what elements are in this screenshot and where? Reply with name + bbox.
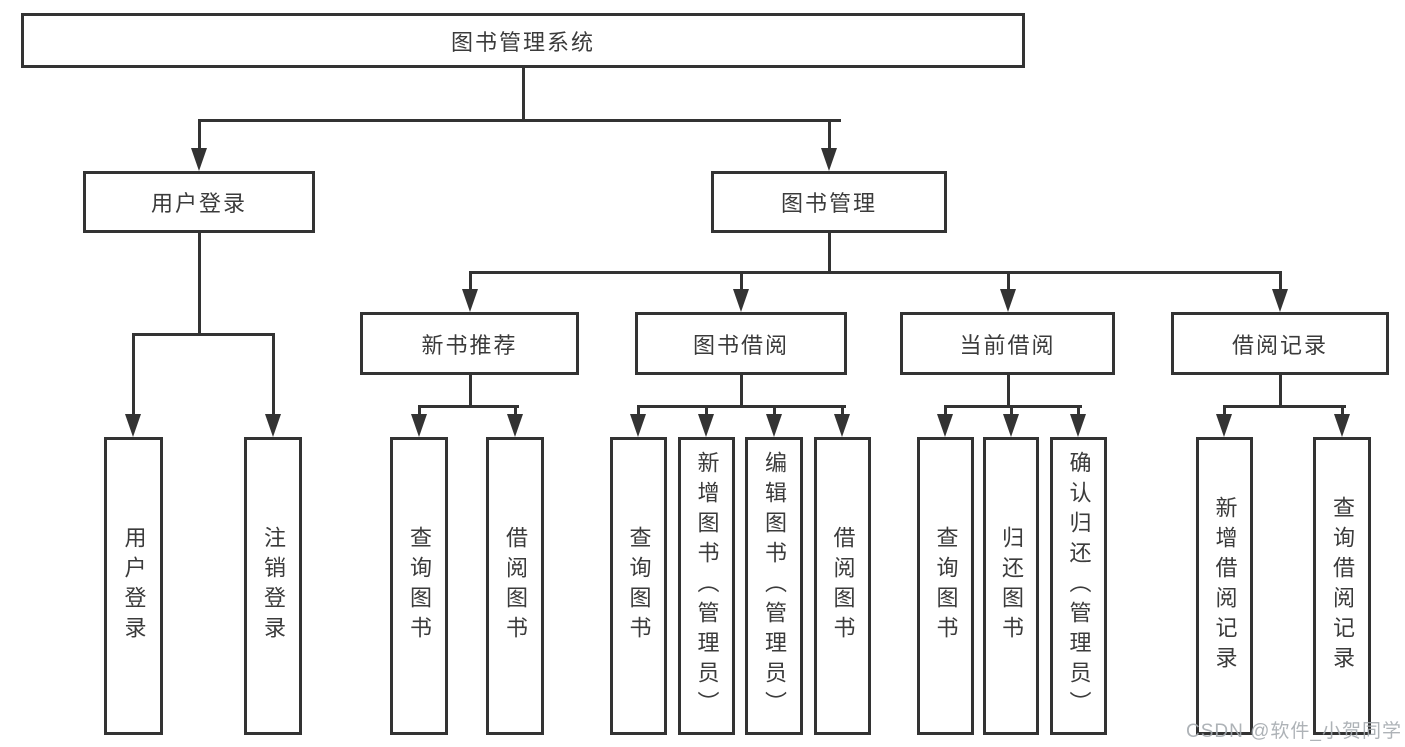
edge-line — [943, 405, 1082, 408]
edge-line — [636, 405, 846, 408]
edge-line — [468, 271, 472, 294]
edge-line — [521, 68, 525, 119]
edge-line — [197, 233, 201, 335]
arrowhead-down-icon — [1003, 414, 1019, 437]
edge-line — [827, 233, 831, 274]
edge-line — [1006, 271, 1010, 294]
arrowhead-down-icon — [698, 414, 714, 437]
edge-line — [1076, 405, 1080, 418]
arrowhead-down-icon — [733, 289, 749, 312]
node-borrowing-records: 借阅记录 — [1171, 312, 1389, 375]
arrowhead-down-icon — [834, 414, 850, 437]
edge-line — [1009, 405, 1013, 418]
arrowhead-down-icon — [630, 414, 646, 437]
edge-line — [417, 405, 519, 408]
leaf-add-books-admin: 新增图书（管理员） — [678, 437, 735, 735]
edge-line — [513, 405, 517, 418]
edge-line — [1340, 405, 1344, 418]
edge-line — [943, 405, 947, 418]
edge-line — [271, 333, 275, 418]
edge-line — [827, 119, 831, 150]
edge-line — [739, 375, 743, 408]
edge-line — [1278, 271, 1282, 294]
edge-line — [131, 333, 275, 336]
edge-line — [636, 405, 640, 418]
leaf-add-borrow-record: 新增借阅记录 — [1196, 437, 1253, 735]
edge-line — [197, 119, 201, 150]
edge-line — [704, 405, 708, 418]
leaf-query-borrow-record: 查询借阅记录 — [1313, 437, 1371, 735]
edge-line — [1222, 405, 1346, 408]
arrowhead-down-icon — [125, 414, 141, 437]
leaf-query-books-current: 查询图书 — [917, 437, 974, 735]
edge-line — [468, 375, 472, 408]
leaf-borrow-books: 借阅图书 — [814, 437, 871, 735]
leaf-query-books-borrow: 查询图书 — [610, 437, 667, 735]
arrowhead-down-icon — [191, 148, 207, 171]
arrowhead-down-icon — [265, 414, 281, 437]
arrowhead-down-icon — [1070, 414, 1086, 437]
leaf-return-books: 归还图书 — [983, 437, 1039, 735]
arrowhead-down-icon — [411, 414, 427, 437]
arrowhead-down-icon — [1000, 289, 1016, 312]
node-new-book-recommend: 新书推荐 — [360, 312, 579, 375]
arrowhead-down-icon — [766, 414, 782, 437]
edge-line — [1222, 405, 1226, 418]
edge-line — [739, 271, 743, 294]
arrowhead-down-icon — [507, 414, 523, 437]
edge-line — [197, 119, 841, 122]
leaf-edit-books-admin: 编辑图书（管理员） — [745, 437, 803, 735]
node-book-management: 图书管理 — [711, 171, 947, 233]
edge-line — [131, 333, 135, 418]
leaf-query-books-recommend: 查询图书 — [390, 437, 448, 735]
node-user-login: 用户登录 — [83, 171, 315, 233]
csdn-watermark: CSDN @软件_小贺同学 — [1186, 721, 1402, 742]
arrowhead-down-icon — [1216, 414, 1232, 437]
edge-line — [772, 405, 776, 418]
arrowhead-down-icon — [1334, 414, 1350, 437]
leaf-logout: 注销登录 — [244, 437, 302, 735]
node-book-borrowing: 图书借阅 — [635, 312, 847, 375]
arrowhead-down-icon — [1272, 289, 1288, 312]
node-current-borrowing: 当前借阅 — [900, 312, 1115, 375]
node-root-library-management-system: 图书管理系统 — [21, 13, 1025, 68]
leaf-confirm-return-admin: 确认归还（管理员） — [1050, 437, 1107, 735]
arrowhead-down-icon — [821, 148, 837, 171]
leaf-user-login: 用户登录 — [104, 437, 163, 735]
edge-line — [1006, 375, 1010, 408]
arrowhead-down-icon — [937, 414, 953, 437]
edge-line — [417, 405, 421, 418]
edge-line — [468, 271, 1282, 274]
leaf-borrow-books-recommend: 借阅图书 — [486, 437, 544, 735]
arrowhead-down-icon — [462, 289, 478, 312]
edge-line — [840, 405, 844, 418]
edge-line — [1278, 375, 1282, 408]
